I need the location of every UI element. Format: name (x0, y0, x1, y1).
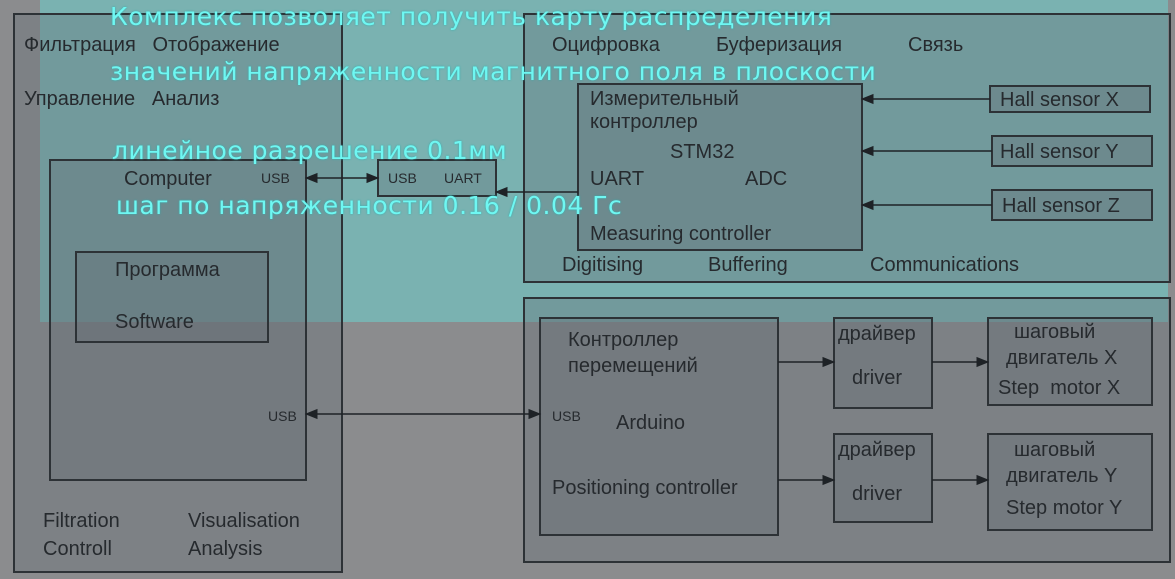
hall-sensor-x-box (989, 85, 1151, 113)
header-buffering-ru: Буферизация (716, 34, 842, 56)
left-header-ru-2: Управление Анализ (24, 88, 219, 110)
positioning-outer-box (523, 297, 1171, 563)
caption-line-3: линейное разрешение 0.1мм (112, 136, 508, 165)
uart-label: UART (590, 168, 644, 190)
caption-line-2: значений напряженности магнитного поля в… (110, 57, 877, 86)
motor-x-ru-2: двигатель X (1006, 347, 1117, 369)
positioning-ru-1: Контроллер (568, 329, 678, 351)
hall-sensor-y-label: Hall sensor Y (1000, 141, 1119, 163)
controller-ru-2: контроллер (590, 111, 698, 133)
driver-y-en: driver (852, 483, 902, 505)
left-header-ru-1: Фильтрация Отображение (24, 34, 280, 56)
footer-filtration: Filtration (43, 510, 120, 532)
footer-controll: Controll (43, 538, 112, 560)
hall-sensor-x-label: Hall sensor X (1000, 89, 1119, 111)
usb-port-label: USB (261, 170, 290, 186)
footer-digitising: Digitising (562, 254, 643, 276)
caption-line-1: Комплекс позволяет получить карту распре… (110, 2, 833, 31)
software-box (75, 251, 269, 343)
driver-x-ru: драйвер (838, 323, 916, 345)
footer-visualisation: Visualisation (188, 510, 300, 532)
hall-sensor-z-label: Hall sensor Z (1002, 195, 1120, 217)
computer-block: Фильтрация Отображение Управление Анализ… (24, 34, 300, 560)
caption-line-4: шаг по напряженности 0.16 / 0.04 Гс (116, 191, 623, 220)
arduino-box (539, 317, 779, 536)
footer-analysis: Analysis (188, 538, 262, 560)
adc-label: ADC (745, 168, 787, 190)
motor-y-ru-2: двигатель Y (1006, 465, 1117, 487)
controller-ru-1: Измерительный (590, 88, 739, 110)
measuring-controller-label: Measuring controller (590, 223, 772, 245)
driver-y-ru: драйвер (838, 439, 916, 461)
software-en-label: Software (115, 311, 194, 333)
adapter-uart-label: UART (444, 170, 482, 186)
stm32-box (577, 83, 863, 251)
motor-y-box (987, 433, 1153, 531)
header-digitising-ru: Оцифровка (552, 34, 661, 56)
computer-label: Computer (124, 168, 212, 190)
usb-port-label: USB (268, 408, 297, 424)
arduino-label: Arduino (616, 412, 685, 434)
measuring-block: Оцифровка Буферизация Связь Измерительны… (552, 34, 1120, 276)
motor-x-ru-1: шаговый (1014, 321, 1095, 343)
driver-x-en: driver (852, 367, 902, 389)
positioning-block: Контроллер перемещений USB Arduino Posit… (552, 321, 1122, 519)
footer-buffering: Buffering (708, 254, 788, 276)
measuring-outer-box (523, 13, 1171, 283)
adapter-box (377, 159, 497, 197)
usb-uart-adapter: USB UART (388, 170, 482, 186)
positioning-ru-2: перемещений (568, 355, 698, 377)
motor-x-en: Step motor X (998, 377, 1120, 399)
stm32-label: STM32 (670, 141, 734, 163)
computer-box (49, 159, 307, 481)
motor-y-en: Step motor Y (1006, 497, 1122, 519)
motor-x-box (987, 317, 1153, 406)
header-communications-ru: Связь (908, 34, 963, 56)
software-ru-label: Программа (115, 259, 221, 281)
arduino-usb-label: USB (552, 408, 581, 424)
motor-y-ru-1: шаговый (1014, 439, 1095, 461)
positioning-controller-label: Positioning controller (552, 477, 738, 499)
adapter-usb-label: USB (388, 170, 417, 186)
footer-communications: Communications (870, 254, 1019, 276)
driver-x-box (833, 317, 933, 409)
